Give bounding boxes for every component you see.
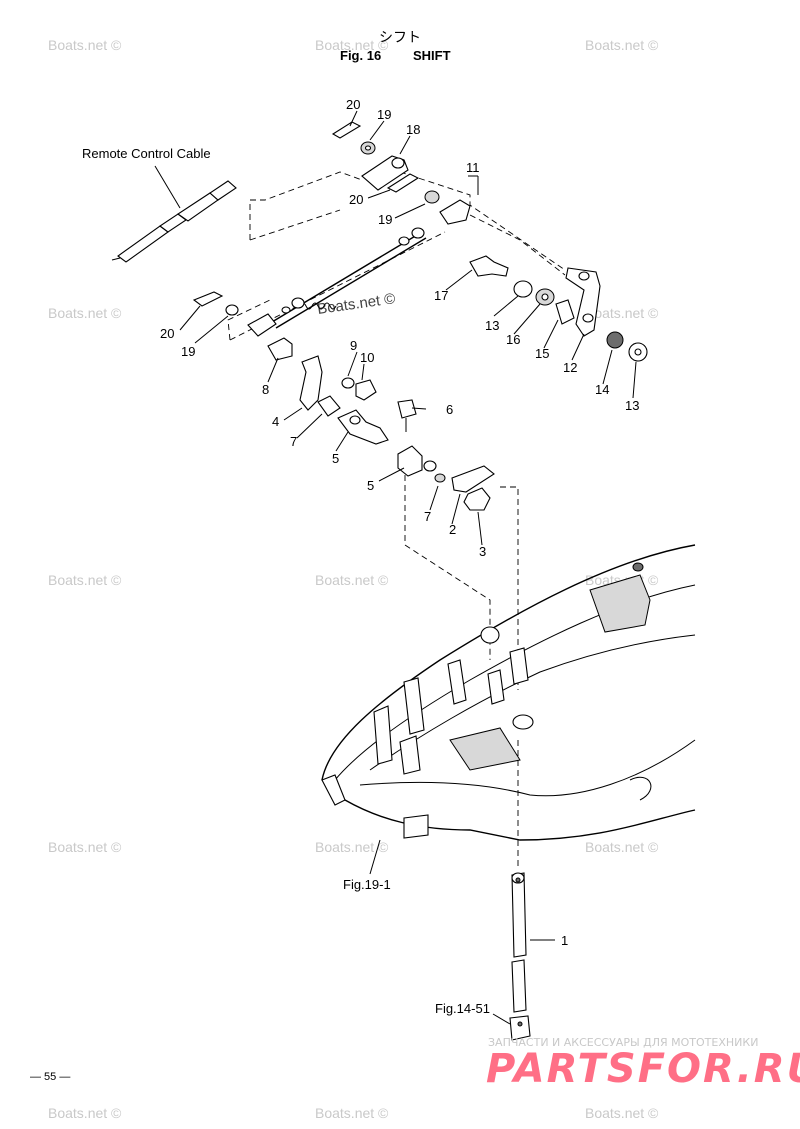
callout-6: 6 bbox=[446, 402, 453, 417]
callout-19-left: 19 bbox=[181, 344, 195, 359]
callout-16: 16 bbox=[506, 332, 520, 347]
reference-fig-14: Fig.14-51 bbox=[435, 1001, 490, 1016]
callout-17: 17 bbox=[434, 288, 448, 303]
watermark: Boats.net © bbox=[48, 305, 122, 321]
callout-19-top: 19 bbox=[377, 107, 391, 122]
leader-lines bbox=[179, 110, 637, 546]
callout-20-top: 20 bbox=[346, 97, 360, 112]
callout-7-lower: 7 bbox=[424, 509, 431, 524]
callout-20-left: 20 bbox=[160, 326, 174, 341]
watermark: Boats.net © bbox=[315, 1105, 389, 1121]
figure-number: Fig. 16 bbox=[340, 48, 381, 63]
shift-rod-drawing: Fig.14-51 bbox=[435, 872, 555, 1041]
watermark: Boats.net © bbox=[585, 1105, 659, 1121]
callout-13-lower: 13 bbox=[625, 398, 639, 413]
figure-title: SHIFT bbox=[413, 48, 451, 63]
page-number: — 55 — bbox=[30, 1071, 70, 1083]
watermark: Boats.net © bbox=[48, 1105, 122, 1121]
reference-fig-19: Fig.19-1 bbox=[343, 877, 391, 892]
title-japanese: シフト bbox=[379, 29, 421, 45]
callout-1: 1 bbox=[561, 933, 568, 948]
callout-18: 18 bbox=[406, 122, 420, 137]
watermark: Boats.net © bbox=[48, 839, 122, 855]
callout-19-mid: 19 bbox=[378, 212, 392, 227]
watermark: Boats.net © bbox=[48, 37, 122, 53]
watermark: Boats.net © bbox=[585, 37, 659, 53]
callout-3: 3 bbox=[479, 544, 486, 559]
callout-5-lower: 5 bbox=[367, 478, 374, 493]
watermark: Boats.net © bbox=[585, 839, 659, 855]
remote-control-cable: Remote Control Cable bbox=[82, 146, 237, 263]
shift-linkage-drawing bbox=[192, 121, 648, 511]
callout-4: 4 bbox=[272, 414, 279, 429]
callout-20-mid: 20 bbox=[349, 192, 363, 207]
assembly-outlines bbox=[227, 171, 566, 870]
watermark: Boats.net © bbox=[315, 37, 389, 53]
callout-12: 12 bbox=[563, 360, 577, 375]
callout-9: 10 bbox=[360, 350, 374, 365]
callout-15: 15 bbox=[535, 346, 549, 361]
watermark: Boats.net © bbox=[315, 572, 389, 588]
watermark: Boats.net © bbox=[585, 305, 659, 321]
callout-13-upper: 13 bbox=[485, 318, 499, 333]
callout-7-upper: 7 bbox=[290, 434, 297, 449]
callout-14: 14 bbox=[595, 382, 609, 397]
callout-numbers: 20 19 18 11 20 19 20 19 9 10 8 4 7 5 6 5… bbox=[160, 97, 639, 948]
callout-11: 11 bbox=[466, 160, 480, 175]
partsfor-logo: ЗАПЧАСТИ И АКСЕССУАРЫ ДЛЯ МОТОТЕХНИКИ PA… bbox=[486, 1036, 800, 1092]
bottom-cowling-drawing: Fig.19-1 bbox=[321, 544, 696, 892]
watermark: Boats.net © bbox=[315, 839, 389, 855]
callout-2: 2 bbox=[449, 522, 456, 537]
callout-10: 9 bbox=[350, 338, 357, 353]
callout-5-upper: 5 bbox=[332, 451, 339, 466]
brand-tagline: ЗАПЧАСТИ И АКСЕССУАРЫ ДЛЯ МОТОТЕХНИКИ bbox=[488, 1036, 758, 1049]
watermark: Boats.net © bbox=[48, 572, 122, 588]
remote-cable-label: Remote Control Cable bbox=[82, 146, 211, 161]
brand-logo-text: PARTSFOR.RU bbox=[486, 1046, 800, 1092]
callout-8: 8 bbox=[262, 382, 269, 397]
